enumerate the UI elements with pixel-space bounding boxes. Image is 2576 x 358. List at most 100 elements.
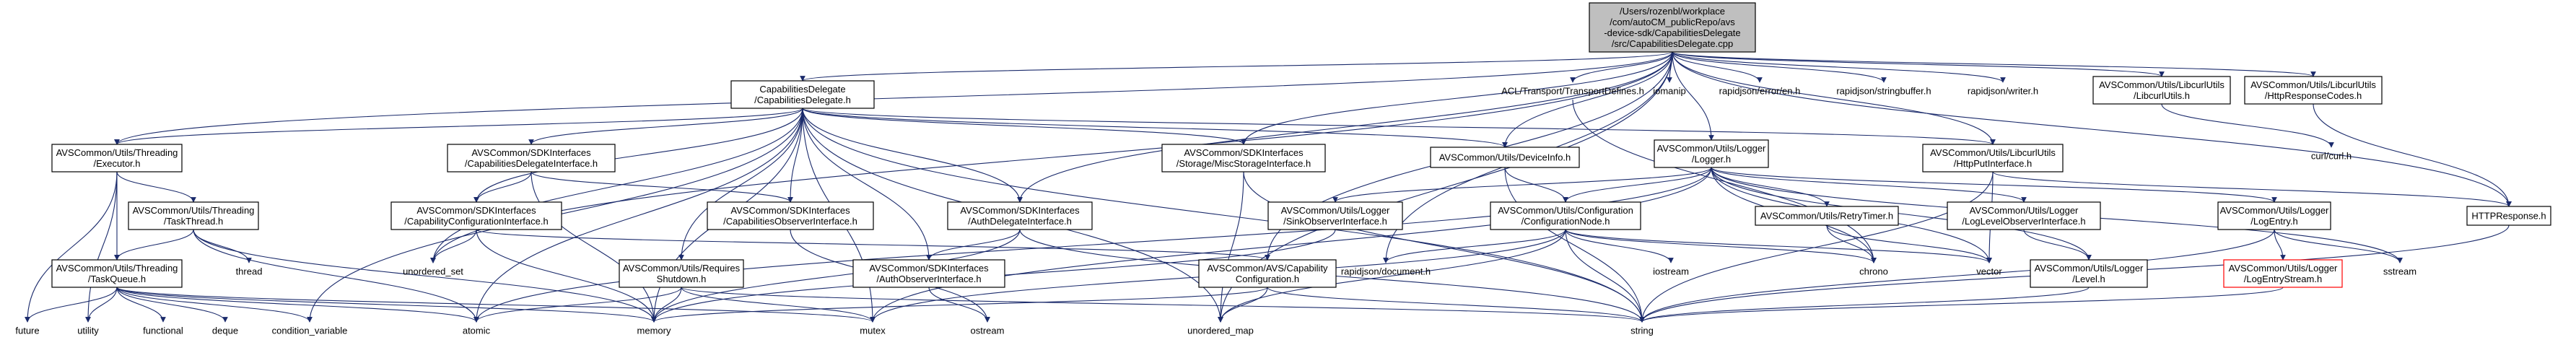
- node-taskthread[interactable]: AVSCommon/Utils/Threading/TaskThread.h: [128, 201, 259, 230]
- node-root-box: [1589, 2, 1756, 53]
- node-executor[interactable]: AVSCommon/Utils/Threading/Executor.h: [51, 144, 183, 173]
- node-rj_error[interactable]: rapidjson/error/en.h: [1709, 82, 1810, 100]
- node-rj_writer[interactable]: rapidjson/writer.h: [1956, 82, 2050, 100]
- node-taskqueue-label-0: AVSCommon/Utils/Threading: [56, 263, 178, 274]
- node-utility[interactable]: utility: [66, 322, 110, 339]
- node-confignode[interactable]: AVSCommon/Utils/Configuration/Configurat…: [1490, 201, 1641, 230]
- node-executor-box: [51, 144, 183, 173]
- node-iomanip[interactable]: iomanip: [1644, 82, 1695, 100]
- node-deviceinfo[interactable]: AVSCommon/Utils/DeviceInfo.h: [1430, 147, 1580, 168]
- node-confignode-box: [1490, 201, 1641, 230]
- node-acl[interactable]: ACL/Transport/TransportDefines.h: [1494, 82, 1651, 100]
- node-cdh[interactable]: CapabilitiesDelegate/CapabilitiesDelegat…: [730, 80, 875, 109]
- node-root[interactable]: /Users/rozenbl/workplace/com/autoCM_publ…: [1589, 2, 1756, 53]
- edge-taskqueue-to-utility: [85, 287, 118, 323]
- edge-logentrystream-to-string: [1639, 287, 2284, 323]
- node-mutex[interactable]: mutex: [852, 322, 893, 339]
- node-sstream[interactable]: sstream: [2375, 263, 2425, 280]
- node-sinkobs-box: [1267, 201, 1403, 230]
- node-capconfigh[interactable]: AVSCommon/AVS/CapabilityConfiguration.h: [1198, 259, 1337, 288]
- edge-retrytimer-to-vector: [1826, 224, 1992, 263]
- node-rj_doc[interactable]: rapidjson/document.h: [1337, 263, 1435, 280]
- edge-root-to-cdh: [800, 51, 1673, 82]
- node-miscstorage[interactable]: AVSCommon/SDKInterfaces/Storage/MiscStor…: [1161, 144, 1326, 173]
- node-libcurlutils-label-1: /LibcurlUtils.h: [2134, 90, 2190, 101]
- node-httpresponse-box: [2466, 206, 2551, 226]
- edge-libcurlutils-to-curl: [2161, 103, 2334, 148]
- node-functional[interactable]: functional: [134, 322, 192, 339]
- node-httpresponse[interactable]: HTTPResponse.h: [2466, 206, 2551, 226]
- edge-root-to-executor: [114, 51, 1673, 145]
- edge-root-to-rj_error: [1672, 51, 1763, 83]
- node-logger[interactable]: AVSCommon/Utils/Logger/Logger.h: [1654, 139, 1769, 168]
- node-ostream[interactable]: ostream: [963, 322, 1012, 339]
- node-taskqueue[interactable]: AVSCommon/Utils/Threading/TaskQueue.h: [51, 259, 183, 288]
- node-condvar[interactable]: condition_variable: [260, 322, 359, 339]
- node-libcurlutils-box: [2092, 76, 2231, 105]
- node-authobs[interactable]: AVSCommon/SDKInterfaces/AuthObserverInte…: [852, 259, 1005, 288]
- edge-cdiface-to-capconfig: [473, 171, 532, 203]
- node-vector[interactable]: vector: [1968, 263, 2011, 280]
- node-capobs[interactable]: AVSCommon/SDKInterfaces/CapabilitiesObse…: [707, 201, 874, 230]
- node-miscstorage-label-0: AVSCommon/SDKInterfaces: [1184, 147, 1304, 158]
- node-string[interactable]: string: [1621, 322, 1663, 339]
- node-memory[interactable]: memory: [630, 322, 678, 339]
- node-chrono[interactable]: chrono: [1851, 263, 1896, 280]
- node-loglevelobs-box: [1947, 201, 2101, 230]
- node-httprespcodes-box: [2244, 76, 2383, 105]
- node-unordered_map[interactable]: unordered_map: [1181, 322, 1260, 339]
- node-iostream-label-0: iostream: [1653, 266, 1689, 277]
- node-root-label-2: -device-sdk/CapabilitiesDelegate: [1604, 27, 1740, 38]
- edge-logger-to-retrytimer: [1711, 167, 1830, 207]
- node-libcurlutils[interactable]: AVSCommon/Utils/LibcurlUtils/LibcurlUtil…: [2092, 76, 2231, 105]
- node-capobs-label-0: AVSCommon/SDKInterfaces: [730, 205, 850, 216]
- node-capobs-label-1: /CapabilitiesObserverInterface.h: [723, 216, 857, 227]
- node-atomic[interactable]: atomic: [455, 322, 498, 339]
- node-level[interactable]: AVSCommon/Utils/Logger/Level.h: [2030, 259, 2148, 288]
- edge-taskthread-to-memory: [193, 229, 657, 323]
- node-thread[interactable]: thread: [230, 263, 268, 280]
- node-utility-label-0: utility: [77, 326, 99, 336]
- node-future-label-0: future: [15, 326, 39, 336]
- node-cdiface[interactable]: AVSCommon/SDKInterfaces/CapabilitiesDele…: [447, 144, 616, 173]
- node-rj_doc-label-0: rapidjson/document.h: [1341, 266, 1431, 277]
- node-logentrystream[interactable]: AVSCommon/Utils/Logger/LogEntryStream.h: [2223, 259, 2343, 288]
- edge-cdh-to-cdiface: [528, 108, 803, 145]
- node-authdel[interactable]: AVSCommon/SDKInterfaces/AuthDelegateInte…: [947, 201, 1093, 230]
- edge-confignode-to-rj_doc: [1383, 229, 1566, 263]
- node-deque[interactable]: deque: [206, 322, 244, 339]
- node-loglevelobs[interactable]: AVSCommon/Utils/Logger/LogLevelObserverI…: [1947, 201, 2101, 230]
- node-httprespcodes[interactable]: AVSCommon/Utils/LibcurlUtils/HttpRespons…: [2244, 76, 2383, 105]
- node-future[interactable]: future: [7, 322, 48, 339]
- edge-taskqueue-to-condvar: [116, 287, 313, 323]
- edge-capconfig-to-capconfigh: [476, 229, 1270, 261]
- node-curl[interactable]: curl/curl.h: [2302, 147, 2360, 165]
- node-capconfig-label-0: AVSCommon/SDKInterfaces: [416, 205, 536, 216]
- node-confignode-label-1: /ConfigurationNode.h: [1521, 216, 1610, 227]
- node-unordered_set[interactable]: unordered_set: [393, 263, 473, 280]
- node-capconfig-box: [390, 201, 562, 230]
- node-taskthread-box: [128, 201, 259, 230]
- edge-confignode-to-vector: [1565, 229, 1992, 263]
- node-authobs-label-0: AVSCommon/SDKInterfaces: [869, 263, 989, 274]
- node-reqshutdown-label-0: AVSCommon/Utils/Requires: [623, 263, 741, 274]
- node-authdel-box: [947, 201, 1093, 230]
- edge-confignode-to-iostream: [1565, 229, 1674, 263]
- node-root-label-1: /com/autoCM_publicRepo/avs: [1610, 17, 1735, 27]
- node-loglevelobs-label-1: /LogLevelObserverInterface.h: [1962, 216, 2085, 227]
- node-retrytimer[interactable]: AVSCommon/Utils/RetryTimer.h: [1755, 206, 1899, 226]
- edge-cdh-to-deviceinfo: [802, 108, 1508, 148]
- node-logentry[interactable]: AVSCommon/Utils/Logger/LogEntry.h: [2217, 201, 2331, 230]
- node-logentry-label-1: /LogEntry.h: [2250, 216, 2298, 227]
- node-ostream-label-0: ostream: [971, 326, 1005, 336]
- node-sinkobs[interactable]: AVSCommon/Utils/Logger/SinkObserverInter…: [1267, 201, 1403, 230]
- node-memory-label-0: memory: [637, 326, 671, 336]
- node-iostream[interactable]: iostream: [1646, 263, 1696, 280]
- node-rj_sb[interactable]: rapidjson/stringbuffer.h: [1826, 82, 1942, 100]
- node-httpput[interactable]: AVSCommon/Utils/LibcurlUtils/HttpPutInte…: [1922, 144, 2064, 173]
- edge-reqshutdown-to-atomic: [473, 287, 682, 323]
- edge-root-to-rj_writer: [1672, 51, 2006, 83]
- node-capconfig[interactable]: AVSCommon/SDKInterfaces/CapabilityConfig…: [390, 201, 562, 230]
- edge-reqshutdown-to-mutex: [681, 287, 876, 323]
